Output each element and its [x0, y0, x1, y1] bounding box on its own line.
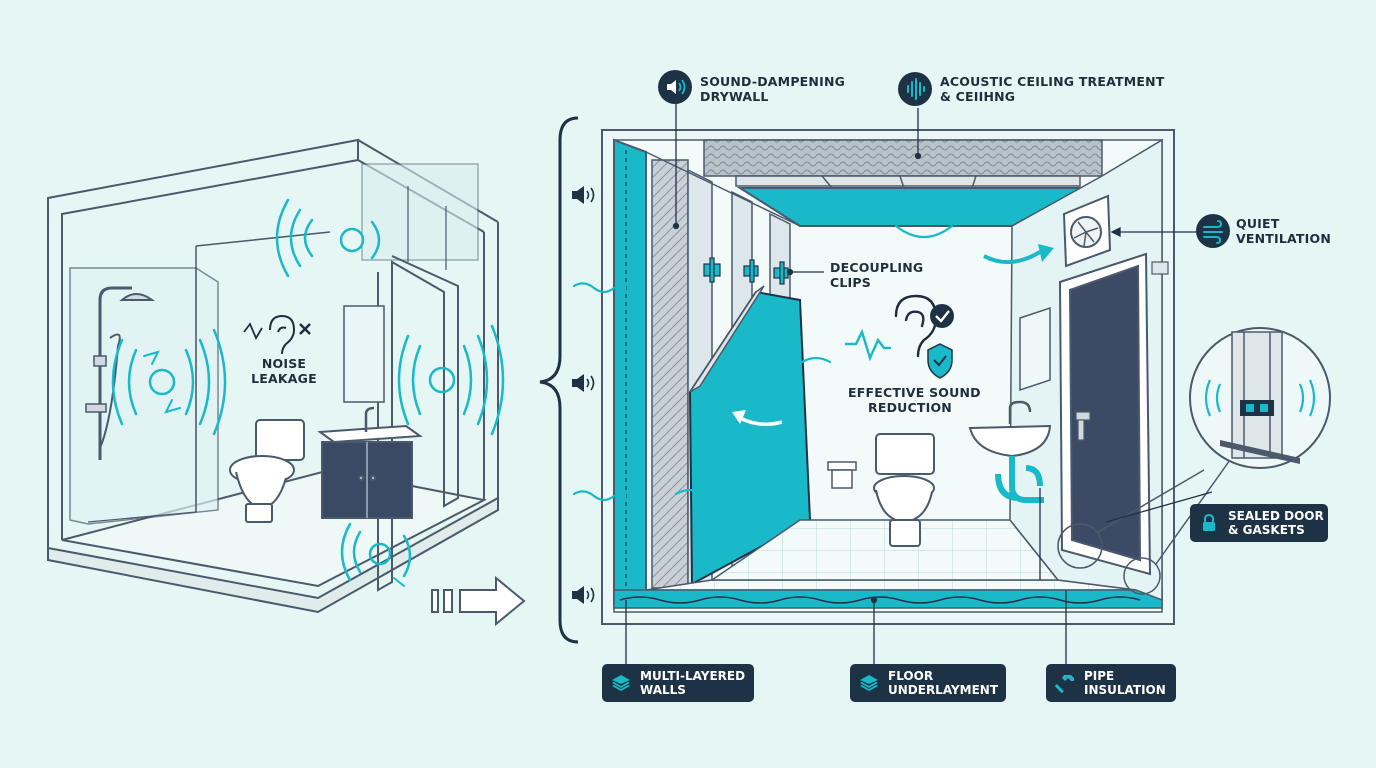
dampened-waves [572, 206, 954, 520]
drywall-label-line1: SOUND-DAMPENING [700, 74, 846, 89]
shower-fixture [98, 286, 132, 460]
door-gasket-inset [1189, 327, 1331, 469]
toilet-paper [827, 461, 857, 489]
door-pill: SEALED DOOR & GASKETS [1190, 504, 1328, 542]
lock-icon [1203, 513, 1215, 531]
shield-check-icon [927, 343, 953, 379]
bracket-speaker-icons [572, 186, 595, 604]
after-room [601, 129, 1231, 625]
clips-label-line1: DECOUPLING [830, 260, 924, 275]
bracket [539, 116, 579, 644]
wind-icon [1196, 214, 1230, 248]
reduction-label: EFFECTIVE SOUND REDUCTION [848, 385, 981, 415]
layers-icon [860, 675, 878, 691]
pipe-pill-line2: INSULATION [1084, 683, 1166, 697]
door-pill-line1: SEALED DOOR [1228, 509, 1324, 523]
vent-fan [1062, 194, 1112, 268]
tile-floor [645, 579, 1137, 591]
ear-icon [243, 314, 296, 355]
drywall-label-line2: DRYWALL [700, 89, 769, 104]
toilet-before [229, 419, 305, 523]
walls-pill-text: MULTI-LAYERED WALLS [640, 669, 745, 697]
floor-pill-line1: FLOOR [888, 669, 934, 683]
floor-underlayment [613, 589, 1163, 609]
floor-slab [47, 496, 499, 614]
left-wall-frame [47, 138, 359, 548]
leader-lines [625, 104, 1213, 666]
pipe-pill-text: PIPE INSULATION [1084, 669, 1166, 697]
decoupling-clips [703, 257, 789, 285]
before-room [47, 138, 499, 614]
layers-icon [612, 675, 630, 691]
noise-waves-before [111, 198, 505, 587]
door-pill-line2: & GASKETS [1228, 523, 1305, 537]
clips-label: DECOUPLING CLIPS [830, 260, 923, 290]
pipe-pill-line1: PIPE [1084, 669, 1115, 683]
ceiling-label: ACOUSTIC CEILING TREATMENT & CEIIHNG [940, 74, 1164, 104]
clips-label-line2: CLIPS [830, 275, 871, 290]
ceiling-label-line1: ACOUSTIC CEILING TREATMENT [940, 74, 1165, 89]
outer-wall-teal [613, 138, 647, 606]
wall-insulation [651, 159, 689, 589]
drywall-label: SOUND-DAMPENING DRYWALL [700, 74, 845, 104]
floor-pill-text: FLOOR UNDERLAYMENT [888, 669, 998, 697]
mirror [343, 305, 385, 403]
transition-arrow [431, 575, 526, 627]
toilet-after [873, 433, 935, 547]
noise-leakage-line1: NOISE [261, 356, 307, 371]
pipe-pill: PIPE INSULATION [1046, 664, 1176, 702]
door-frame [377, 255, 459, 592]
ventilation-label-line1: QUIET [1236, 216, 1280, 231]
hammer-icon [1054, 675, 1074, 694]
check-badge-icon [930, 304, 954, 328]
cross-icon [299, 323, 311, 335]
ceiling-insulation [703, 139, 1103, 177]
speaker-icon [658, 70, 692, 104]
vanity-before [317, 406, 423, 519]
door-after [1058, 252, 1169, 576]
soundwave-icon [898, 72, 932, 106]
ceiling-label-line2: & CEIIHNG [940, 89, 1016, 104]
reduction-label-line2: REDUCTION [868, 400, 952, 415]
walls-pill-line1: MULTI-LAYERED [640, 669, 746, 683]
door-pill-text: SEALED DOOR & GASKETS [1228, 509, 1324, 537]
ventilation-label-line2: VENTILATION [1236, 231, 1331, 246]
walls-pill: MULTI-LAYERED WALLS [602, 664, 754, 702]
floor-pill: FLOOR UNDERLAYMENT [850, 664, 1006, 702]
noise-leakage-line2: LEAKAGE [251, 371, 317, 386]
noise-leakage-label: NOISE LEAKAGE [246, 356, 322, 386]
vent-airflow-arrow [983, 250, 1042, 264]
floor-pill-line2: UNDERLAYMENT [888, 683, 999, 697]
reduction-label-line1: EFFECTIVE SOUND [848, 385, 981, 400]
ventilation-label: QUIET VENTILATION [1236, 216, 1331, 246]
sink-after [968, 400, 1052, 503]
panel-arrow [739, 416, 783, 426]
walls-pill-line2: WALLS [640, 683, 686, 697]
